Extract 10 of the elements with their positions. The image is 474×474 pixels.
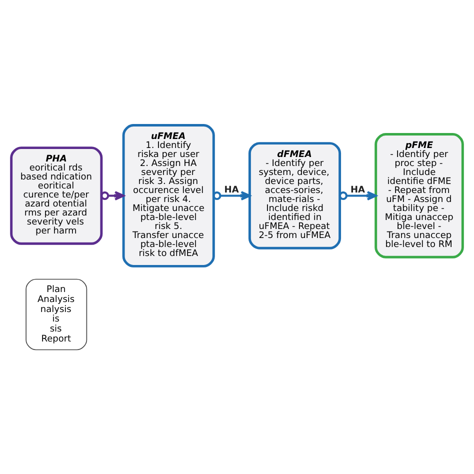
node-box: pFME - Identify per proc step - Include identifie dFME - Repeat from uFM - Assign d tability pe - Mitiga unaccep ble-level - Trans unaccep ble-level to RM <box>374 132 464 258</box>
node-box: Plan Analysis nalysis is sis Report <box>26 278 88 350</box>
edge-label: HA <box>350 184 365 195</box>
edge-label: HA <box>224 184 239 195</box>
arrow <box>100 190 124 200</box>
arrow <box>338 190 377 200</box>
node-box: PHA eoritical rds based ndication eoritical curence te/per azard otential rms per azard severity vels per harm <box>10 146 103 244</box>
node-box: dFMEA - Identify per system, device, device parts, acces-sories, mate-rials - Include riskd identified in uFMEA - Repeat 2-5 from uFMEA <box>248 142 342 249</box>
node-box: uFMEA 1. Identify riska per user 2. Assign HA severity per risk 3. Assign occurence level per risk 4. Mitigate unaccepta-ble-level risk 5. Transfer unaccepta-ble-level risk to dfMEA <box>122 124 215 267</box>
arrow <box>212 190 251 200</box>
